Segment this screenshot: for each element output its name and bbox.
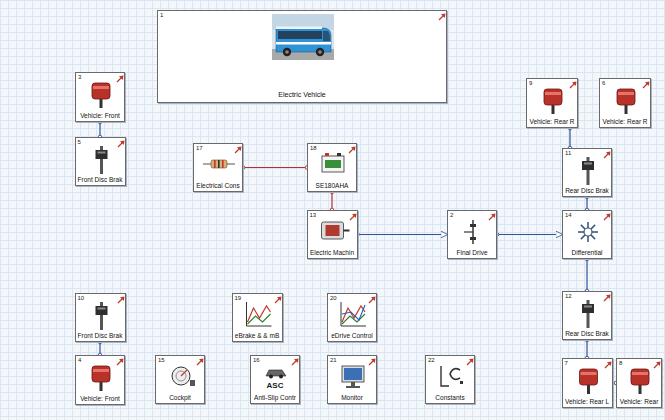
callout-number: 17	[196, 145, 203, 152]
callout-number: 19	[235, 295, 242, 302]
component-box: 15Cockpit	[155, 355, 205, 404]
component-label: Rear Disc Brak	[563, 330, 611, 338]
connector	[243, 167, 307, 168]
component-box: 2Final Drive	[447, 210, 497, 259]
connector	[586, 340, 587, 358]
callout-number: 14	[565, 212, 572, 219]
component-label: SE180AHA	[308, 182, 356, 190]
callout-number: 12	[565, 293, 572, 300]
component-box: 19 eBrake & & mB	[232, 293, 283, 342]
callout-number: 18	[310, 145, 317, 152]
component-box: 8Vehicle: Rear	[616, 358, 662, 408]
component-label: Constants	[426, 394, 474, 402]
component-box: 11Rear Disc Brak	[562, 148, 612, 197]
connector	[586, 259, 587, 291]
component-label: Vehicle: Front	[76, 112, 124, 120]
callout-number: 7	[565, 360, 568, 367]
connector	[358, 234, 448, 235]
component-label: Rear Disc Brak	[563, 187, 611, 195]
component-box: 7Vehicle: Rear L	[562, 358, 613, 408]
component-box: 17Electrical Cons	[193, 143, 243, 192]
callout-number: 21	[330, 357, 337, 364]
callout-number: 22	[428, 357, 435, 364]
component-label: Electric Vehicle	[158, 91, 446, 99]
connector	[497, 234, 562, 235]
component-label: eBrake & & mB	[233, 332, 282, 340]
component-box: 9Vehicle: Rear R	[526, 78, 578, 128]
component-box: 12Rear Disc Brak	[562, 291, 612, 340]
callout-number: 3	[78, 74, 81, 81]
callout-number: 8	[619, 360, 622, 367]
callout-number: 5	[78, 139, 81, 146]
callout-number: 11	[565, 150, 571, 157]
callout-number: 10	[78, 295, 85, 302]
callout-number: 16	[253, 357, 260, 364]
component-label: Final Drive	[448, 249, 496, 257]
component-label: Vehicle: Rear R	[600, 118, 650, 126]
component-label: Front Disc Brak	[76, 332, 125, 340]
component-label: eDrive Control	[328, 332, 376, 340]
component-box: 20 eDrive Control	[327, 293, 377, 342]
component-label: Electric Machin	[308, 249, 357, 257]
callout-number: 1	[160, 12, 163, 19]
connector	[331, 192, 332, 210]
component-box: 4Vehicle: Front	[75, 355, 125, 405]
icon-text: ASC	[251, 381, 299, 390]
component-label: Cockpit	[156, 394, 204, 402]
component-label: Vehicle: Rear	[617, 398, 661, 406]
component-box: 13Electric Machin	[307, 210, 358, 259]
callout-number: 15	[158, 357, 165, 364]
callout-number: 4	[78, 357, 81, 364]
component-label: Monitor	[328, 394, 376, 402]
component-label: Vehicle: Rear L	[563, 398, 612, 406]
callout-number: 13	[310, 212, 317, 219]
callout-number: 20	[330, 295, 337, 302]
component-label: Vehicle: Rear R	[527, 118, 577, 126]
component-box: 5Front Disc Brak	[75, 137, 126, 186]
component-label: Differential	[563, 249, 611, 257]
component-box: 16Anti-Slip Contr ASC	[250, 355, 300, 404]
connector	[99, 122, 100, 137]
component-label: Front Disc Brak	[76, 176, 125, 184]
bus-icon	[158, 11, 448, 104]
callout-number: 6	[602, 80, 605, 87]
vehicle-box: 1Electric Vehicle	[157, 10, 447, 103]
component-box: 3Vehicle: Front	[75, 72, 125, 122]
component-box: 6Vehicle: Rear R	[599, 78, 651, 128]
component-box: 18SE180AHA	[307, 143, 357, 192]
callout-number: 2	[450, 212, 453, 219]
component-box: 14Differential	[562, 210, 612, 259]
component-box: 22Constants	[425, 355, 475, 404]
component-box: 10Front Disc Brak	[75, 293, 126, 342]
component-label: Anti-Slip Contr	[251, 394, 299, 402]
connector	[569, 128, 570, 148]
callout-number: 9	[529, 80, 532, 87]
component-label: Vehicle: Front	[76, 395, 124, 403]
component-box: 21Monitor	[327, 355, 377, 404]
component-label: Electrical Cons	[194, 182, 242, 190]
